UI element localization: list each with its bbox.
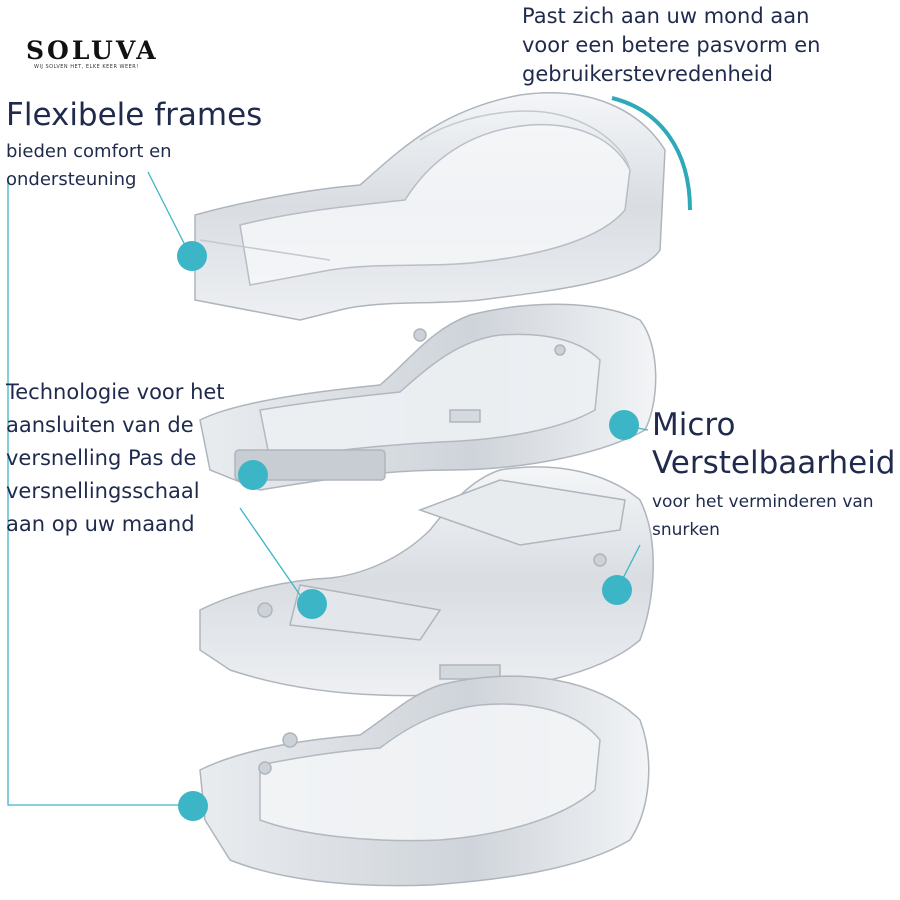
- bottom-tray: [199, 675, 650, 887]
- frames-title: Flexibele frames: [6, 97, 263, 133]
- tech-line-2: aansluiten van de: [6, 413, 194, 437]
- frames-callout: Flexibele frames bieden comfort en onder…: [6, 96, 262, 194]
- top-tray: [194, 92, 666, 321]
- frames-line-1: bieden comfort en: [6, 141, 172, 162]
- frames-line-2: ondersteuning: [6, 169, 137, 190]
- micro-line-2: snurken: [652, 520, 720, 540]
- callout-dot-tech: [238, 460, 268, 490]
- callout-dots: [177, 241, 639, 821]
- callout-dot-micro: [609, 410, 639, 440]
- tech-line-1: Technologie voor het: [6, 380, 225, 404]
- tech-callout: Technologie voor het aansluiten van de v…: [6, 376, 225, 541]
- fit-line-3: gebruikerstevredenheid: [522, 62, 773, 86]
- callout-dot-frames: [177, 241, 207, 271]
- logo-tagline: WIJ SOLVEN HET, ELKE KEER WEER!: [34, 64, 139, 70]
- fit-line-2: voor een betere pasvorm en: [522, 33, 821, 57]
- logo-title: SOLUVA: [26, 36, 159, 65]
- tech-line-3: versnelling Pas de: [6, 446, 197, 470]
- tech-line-5: aan op uw maand: [6, 512, 195, 536]
- fit-curve: [611, 96, 692, 211]
- micro-line-1: voor het verminderen van: [652, 492, 874, 512]
- fit-line-1: Past zich aan uw mond aan: [522, 4, 810, 28]
- callout-dot-layer3: [297, 589, 327, 619]
- second-layer: [199, 303, 657, 491]
- micro-title-2: Verstelbaarheid: [652, 445, 896, 481]
- micro-callout: Micro Verstelbaarheid voor het verminder…: [652, 406, 900, 544]
- tech-line-4: versnellingsschaal: [6, 479, 200, 503]
- third-layer: [199, 466, 654, 697]
- micro-title-1: Micro: [652, 407, 736, 443]
- callout-lines: [7, 171, 649, 806]
- callout-dot-snoring: [602, 575, 632, 605]
- callout-dot-bottom: [178, 791, 208, 821]
- fit-callout: Past zich aan uw mond aan voor een beter…: [522, 0, 820, 91]
